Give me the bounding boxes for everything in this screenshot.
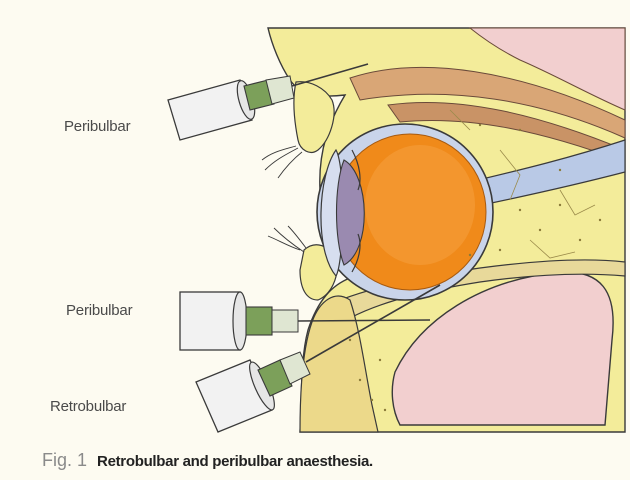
syringe-retrobulbar (195, 284, 441, 433)
figure-number: Fig. 1 (42, 450, 88, 470)
eyeball-highlight (365, 145, 475, 265)
lower-eyelashes (267, 225, 307, 253)
label-peribulbar-top: Peribulbar (64, 118, 131, 135)
fat-texture (348, 123, 602, 412)
maxillary-sinus (391, 271, 614, 426)
label-retrobulbar: Retrobulbar (50, 398, 127, 415)
upper-lid (293, 81, 335, 153)
upper-soft-tissue (468, 27, 626, 111)
levator-muscle (349, 67, 626, 139)
lens (336, 159, 365, 266)
label-peribulbar-middle: Peribulbar (66, 302, 133, 319)
syringe-peribulbar-top (167, 63, 369, 141)
fat-septa (449, 109, 596, 259)
caption-text: Retrobulbar and peribulbar anaesthesia. (97, 453, 373, 470)
upper-eyelashes (261, 145, 303, 179)
figure-caption: Fig. 1 Retrobulbar and peribulbar anaesth… (42, 450, 373, 471)
iris (351, 149, 361, 273)
syringe-peribulbar-middle (179, 291, 431, 351)
